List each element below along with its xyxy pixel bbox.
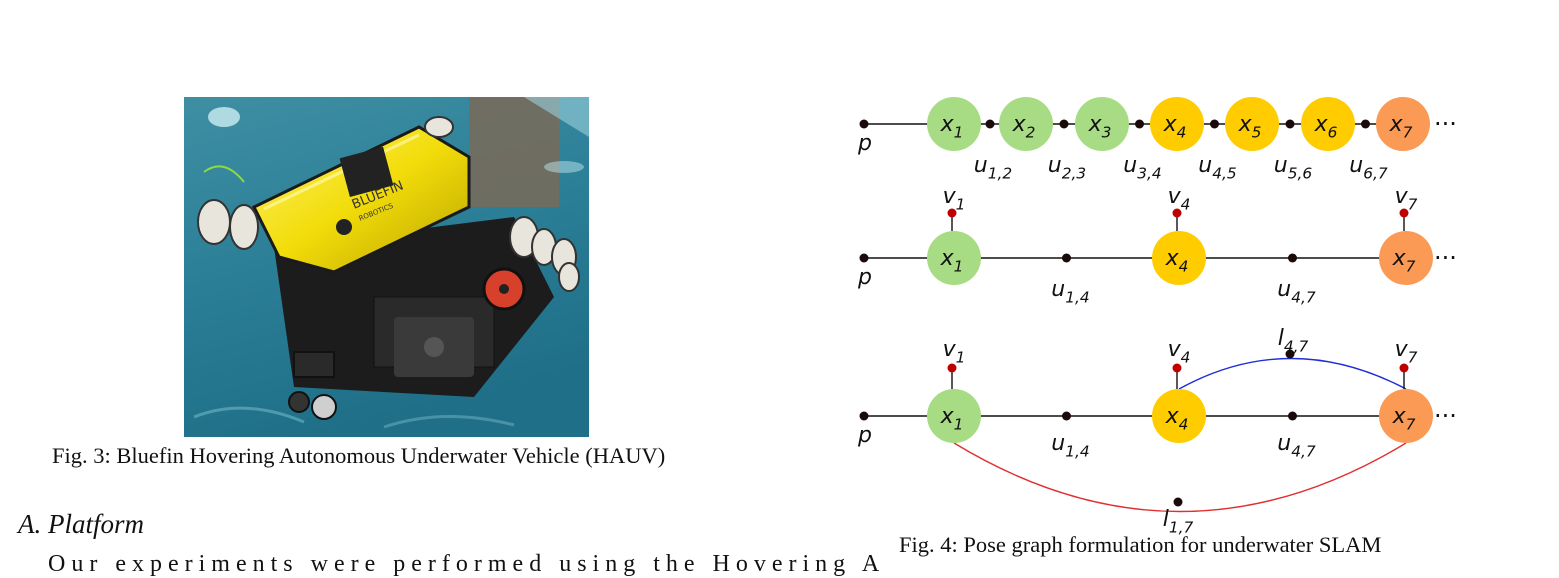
- row1-prior-p-label: p: [857, 131, 872, 156]
- row3-prior-p-label: p: [857, 423, 872, 448]
- row2-factor-u47: [1288, 254, 1297, 263]
- row3-loop-label-l47: l4,7: [1278, 326, 1309, 356]
- row3-loop-factor-l17: [1174, 498, 1183, 507]
- fig4-caption: Fig. 4: Pose graph formulation for under…: [899, 532, 1381, 558]
- row3-factor-u14: [1062, 412, 1071, 421]
- row2-ellipsis: ···: [1434, 244, 1457, 272]
- row3-prior-label-v1: v1: [943, 337, 966, 367]
- row1-factor-label-u67: u6,7: [1349, 153, 1388, 183]
- row1-ellipsis: ···: [1434, 110, 1457, 138]
- row1-factor-label-u34: u3,4: [1123, 153, 1161, 183]
- row3-loop-edge-l47: [1179, 359, 1406, 390]
- row3-factor-u47: [1288, 412, 1297, 421]
- row2-factor-label-u47: u4,7: [1277, 277, 1316, 307]
- row1-factor-u56: [1286, 120, 1295, 129]
- row2-prior-p-label: p: [857, 265, 872, 290]
- row1-factor-label-u56: u5,6: [1274, 153, 1313, 183]
- row1-factor-u34: [1135, 120, 1144, 129]
- row1-factor-u12: [986, 120, 995, 129]
- row3-factor-label-u14: u1,4: [1051, 431, 1089, 461]
- row2-factor-u14: [1062, 254, 1071, 263]
- row3-prior-label-v7: v7: [1395, 337, 1418, 367]
- row1-factor-u67: [1361, 120, 1370, 129]
- row3-prior-p-dot: [860, 412, 869, 421]
- row1-factor-label-u12: u1,2: [974, 153, 1012, 183]
- body-text-partial-line: Our experiments were performed using the…: [48, 551, 885, 578]
- row1-factor-label-u45: u4,5: [1198, 153, 1236, 183]
- section-heading: A. Platform: [18, 509, 144, 540]
- row3-prior-label-v4: v4: [1168, 337, 1191, 367]
- row3-ellipsis: ···: [1434, 402, 1457, 430]
- row2-prior-p-dot: [860, 254, 869, 263]
- hauv-photo: BLUEFIN ROBOTICS: [184, 97, 589, 437]
- row2-factor-label-u14: u1,4: [1051, 277, 1089, 307]
- row1-factor-u45: [1210, 120, 1219, 129]
- row1-factor-u23: [1060, 120, 1069, 129]
- row1-prior-p-dot: [860, 120, 869, 129]
- row3-factor-label-u47: u4,7: [1277, 431, 1316, 461]
- fig3-caption: Fig. 3: Bluefin Hovering Autonomous Unde…: [52, 443, 665, 469]
- row1-factor-label-u23: u2,3: [1048, 153, 1086, 183]
